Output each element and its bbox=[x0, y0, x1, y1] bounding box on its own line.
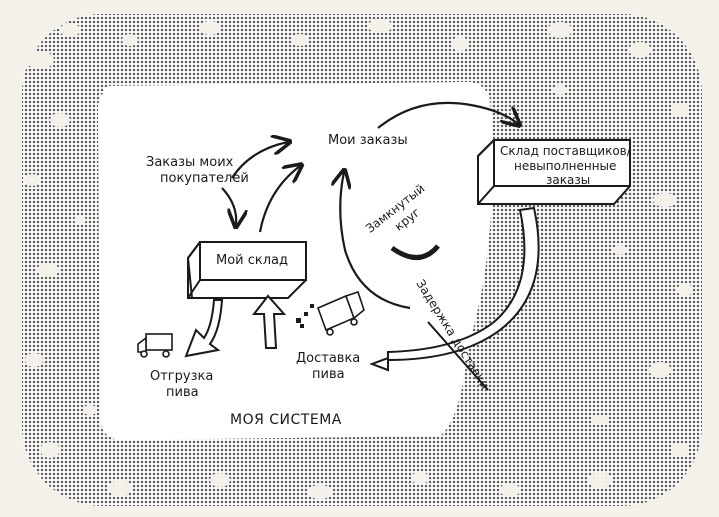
arrow-customer-to-orders bbox=[231, 142, 288, 179]
label-customer-orders-1: Заказы моих bbox=[146, 155, 234, 170]
label-beer-delivery-2: пива bbox=[312, 367, 345, 382]
label-my-system: МОЯ СИСТЕМА bbox=[230, 412, 342, 428]
arrow-closed-loop bbox=[340, 172, 411, 310]
beer-crates-icon bbox=[296, 304, 314, 328]
label-my-warehouse: Мой склад bbox=[216, 253, 288, 268]
delivery-band bbox=[369, 206, 540, 372]
arrow-warehouse-to-orders bbox=[258, 166, 300, 233]
loop-symbol bbox=[390, 244, 440, 260]
label-my-orders: Мои заказы bbox=[328, 133, 408, 148]
label-supplier-2: невыполненные bbox=[514, 159, 616, 173]
label-customer-orders-2: покупателей bbox=[160, 171, 249, 186]
label-beer-delivery-1: Доставка bbox=[296, 351, 360, 366]
arrow-orders-to-supplier bbox=[377, 101, 518, 128]
label-beer-shipment-2: пива bbox=[166, 385, 199, 400]
label-supplier-1: Склад поставщиков/ bbox=[500, 144, 632, 158]
arrow-beer-into-warehouse bbox=[251, 294, 287, 349]
label-supplier-3: заказы bbox=[546, 173, 590, 187]
arrow-beer-shipment bbox=[184, 299, 224, 358]
delay-barrier bbox=[427, 321, 489, 391]
supplier-box bbox=[477, 139, 631, 205]
label-beer-shipment-1: Отгрузка bbox=[150, 369, 213, 384]
truck-icon bbox=[316, 290, 365, 336]
my-warehouse-box bbox=[186, 241, 307, 299]
arrow-customer-to-warehouse bbox=[221, 187, 236, 225]
truck-icon bbox=[137, 333, 173, 358]
